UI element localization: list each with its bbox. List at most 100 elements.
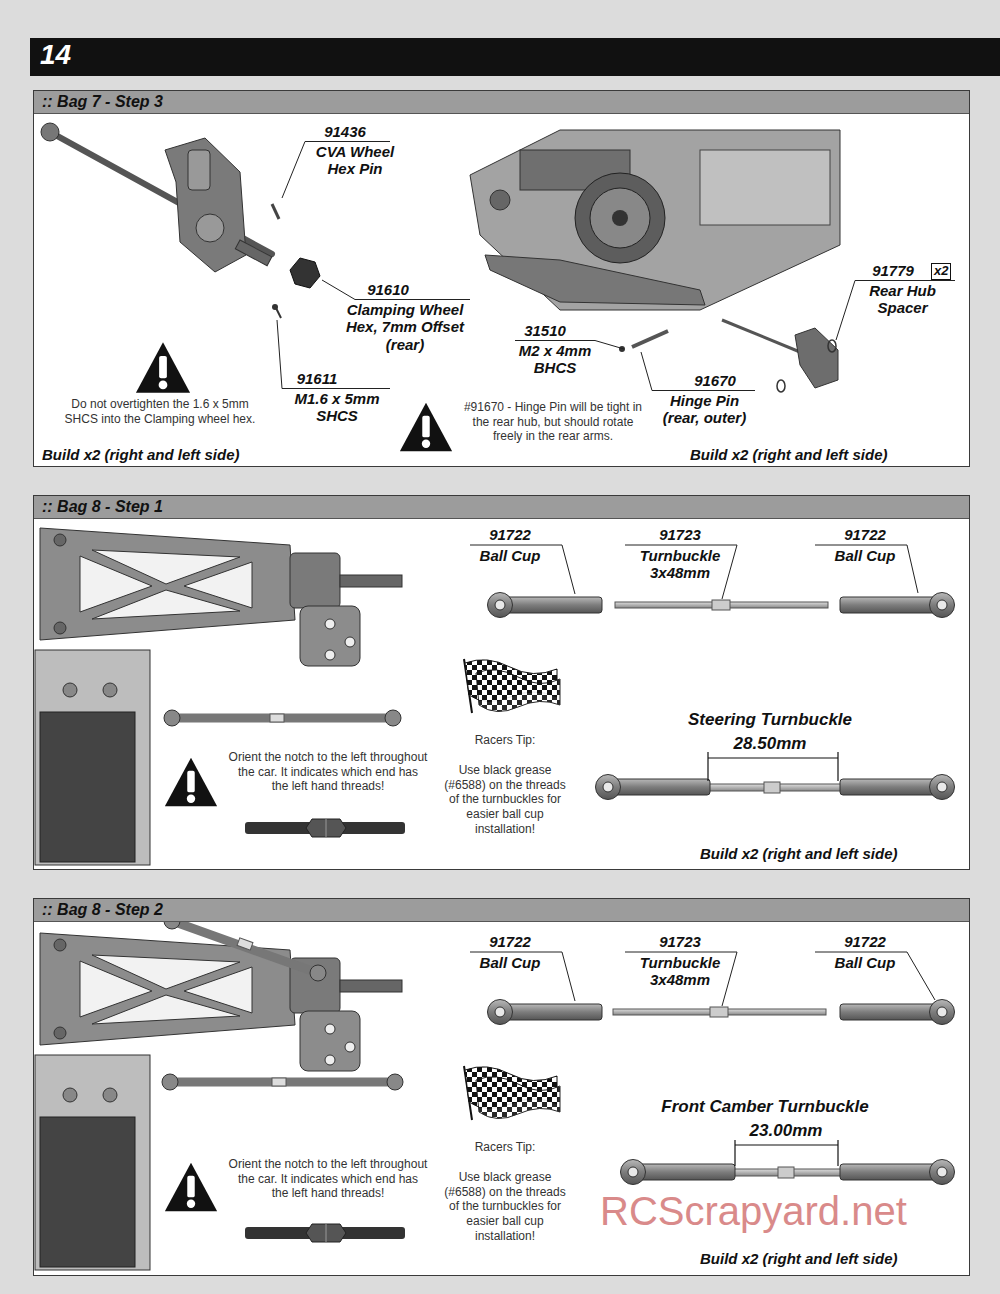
part-name: Ball Cup bbox=[820, 954, 910, 971]
part-number: 91722 bbox=[830, 933, 900, 950]
dimension-line bbox=[735, 1144, 838, 1145]
assembled-turnbuckle bbox=[778, 1167, 794, 1178]
rear-hub-small bbox=[722, 320, 800, 352]
panel-ground bbox=[33, 90, 970, 467]
suspension-arm bbox=[35, 933, 402, 1270]
dimension-line bbox=[837, 1140, 838, 1166]
step-heading: :: Bag 8 - Step 2 bbox=[34, 899, 969, 922]
assembled-turnbuckle bbox=[596, 775, 955, 800]
leader-line bbox=[625, 952, 737, 1006]
small-turnbuckle bbox=[270, 714, 284, 722]
part-number: 91722 bbox=[475, 526, 545, 543]
camber-turnbuckle bbox=[310, 965, 326, 981]
build-note: Build x2 (right and left side) bbox=[42, 446, 312, 463]
suspension-arm bbox=[35, 528, 402, 865]
camber-turnbuckle bbox=[175, 922, 315, 972]
turnbuckle-rod bbox=[613, 1007, 826, 1017]
turnbuckle-rod bbox=[712, 600, 730, 610]
chassis bbox=[490, 190, 510, 210]
wheel-hex bbox=[290, 258, 320, 288]
assembled-turnbuckle bbox=[840, 1160, 955, 1185]
part-name: CVA Wheel Hex Pin bbox=[300, 143, 410, 178]
warning-icon bbox=[136, 342, 190, 392]
notched-rod bbox=[306, 819, 346, 837]
screw bbox=[276, 308, 281, 318]
warning-icon bbox=[165, 1163, 217, 1212]
rear-hub-small bbox=[828, 340, 836, 352]
part-number: 91610 bbox=[358, 281, 418, 298]
part-number: 91670 bbox=[680, 372, 750, 389]
rear-hub-small bbox=[722, 320, 838, 392]
screw bbox=[272, 304, 281, 318]
dimension-label: Front Camber Turnbuckle bbox=[610, 1097, 920, 1117]
small-turnbuckle bbox=[385, 710, 401, 726]
part-name: Ball Cup bbox=[465, 954, 555, 971]
rear-hub-assembly bbox=[235, 240, 271, 266]
chassis bbox=[590, 188, 650, 248]
camber-turnbuckle bbox=[272, 1078, 286, 1086]
small-turnbuckle bbox=[175, 714, 390, 723]
part-number: 91722 bbox=[475, 933, 545, 950]
panel-ground bbox=[33, 898, 970, 1276]
dimension-line bbox=[708, 752, 838, 781]
rear-hub-assembly bbox=[188, 150, 210, 190]
assembled-turnbuckle bbox=[764, 782, 780, 793]
warning-note: #91670 - Hinge Pin will be tight in the … bbox=[458, 400, 648, 444]
page-number-band: 14 bbox=[30, 38, 1000, 76]
racers-tip: Use black grease (#6588) on the threads … bbox=[438, 763, 572, 836]
rear-hub-small bbox=[795, 328, 838, 388]
warning-icon bbox=[165, 758, 217, 807]
camber-turnbuckle bbox=[175, 1078, 392, 1087]
leader-line bbox=[277, 142, 955, 391]
checkered-flag bbox=[464, 1066, 560, 1120]
notched-rod bbox=[306, 1224, 346, 1242]
notched-rod bbox=[245, 819, 405, 837]
checkered-flag bbox=[464, 659, 560, 713]
chassis bbox=[485, 255, 705, 305]
dimension-line bbox=[708, 757, 838, 758]
hex-pin bbox=[272, 204, 279, 219]
dimension-line bbox=[707, 752, 708, 781]
rear-hub-assembly bbox=[165, 138, 246, 272]
notched-rod bbox=[245, 1224, 405, 1242]
hinge-pin bbox=[632, 331, 668, 347]
leader-line bbox=[836, 281, 955, 341]
camber-turnbuckle bbox=[237, 938, 253, 950]
suspension-arm bbox=[35, 528, 402, 865]
ball-cup bbox=[840, 593, 955, 618]
chassis bbox=[470, 130, 840, 310]
chassis bbox=[612, 210, 628, 226]
part-name: Turnbuckle 3x48mm bbox=[625, 547, 735, 582]
part-name: Ball Cup bbox=[465, 547, 555, 564]
rear-hub-small bbox=[777, 380, 785, 392]
panel-ground bbox=[33, 495, 970, 870]
ball-cup bbox=[488, 593, 955, 618]
dimension-label: 23.00mm bbox=[716, 1121, 856, 1141]
part-number: 91436 bbox=[305, 123, 385, 140]
part-name: M2 x 4mm BHCS bbox=[515, 342, 595, 377]
leader-line bbox=[322, 280, 470, 300]
racers-tip: Racers Tip: bbox=[450, 1140, 560, 1155]
turnbuckle-rod bbox=[710, 1007, 728, 1017]
screw bbox=[619, 346, 625, 352]
ball-cup bbox=[488, 1000, 955, 1025]
screw bbox=[619, 346, 625, 352]
camber-turnbuckle bbox=[162, 913, 403, 1090]
checkered-flag bbox=[464, 659, 560, 713]
chassis bbox=[700, 150, 830, 225]
screw bbox=[272, 304, 278, 310]
part-number: 91611 bbox=[282, 370, 352, 387]
wheel-hex bbox=[290, 258, 320, 288]
quantity-badge: x2 bbox=[931, 263, 951, 280]
leader-line bbox=[641, 352, 755, 391]
suspension-arm bbox=[35, 933, 402, 1270]
dimension-label: Steering Turnbuckle bbox=[630, 710, 910, 730]
small-turnbuckle bbox=[164, 710, 180, 726]
dimension-line bbox=[734, 1140, 735, 1166]
rear-hub-assembly bbox=[196, 214, 224, 242]
warning-note: Orient the notch to the left throughout … bbox=[228, 750, 428, 794]
notched-rod bbox=[326, 1224, 327, 1242]
part-name: Clamping Wheel Hex, 7mm Offset (rear) bbox=[340, 301, 470, 353]
ball-cup bbox=[840, 1000, 955, 1025]
small-turnbuckle bbox=[164, 710, 401, 726]
